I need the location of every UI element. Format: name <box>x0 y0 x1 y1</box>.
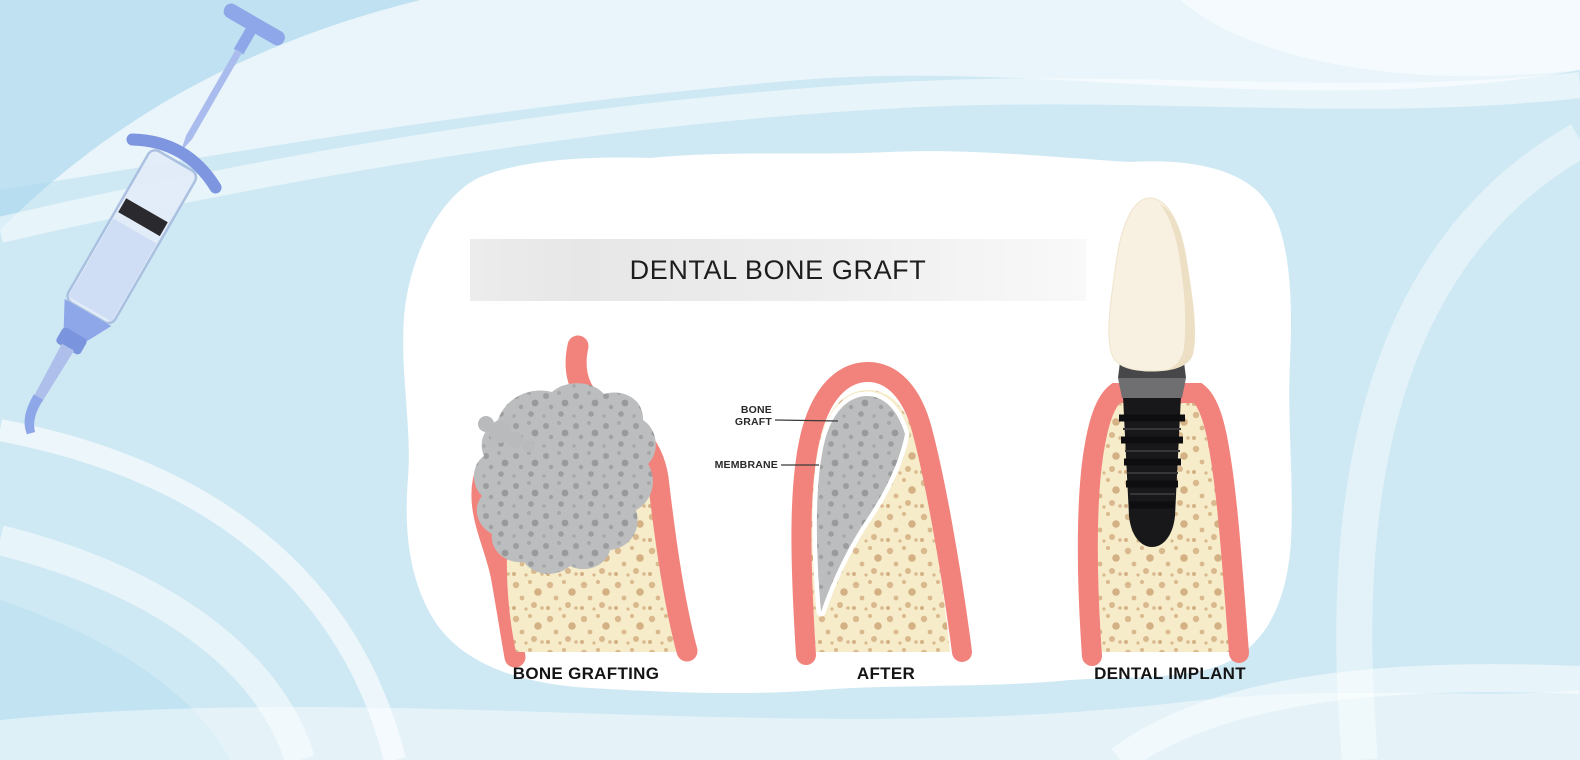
graft-puffs <box>478 416 534 452</box>
page-title: DENTAL BONE GRAFT <box>629 254 927 285</box>
wave-bottom-left-outer <box>0 419 406 760</box>
wave-bottom <box>0 690 1580 760</box>
annotation-lines <box>774 419 839 466</box>
wave-top-right <box>1180 0 1580 77</box>
membrane-label: MEMBRANE <box>714 459 778 471</box>
syringe-illustration <box>24 3 285 435</box>
stage-bone-grafting-figure <box>471 335 698 668</box>
crown-shading <box>1160 204 1195 370</box>
wave-right <box>1336 124 1580 760</box>
gum-arch-after <box>791 361 972 665</box>
wave-top-left-blue <box>0 0 420 230</box>
syringe-liquid <box>68 218 157 322</box>
syringe-handle <box>223 3 285 46</box>
bone-graft-pointer-line <box>774 419 839 422</box>
syringe-nozzle <box>33 343 75 402</box>
graft-after <box>816 396 905 612</box>
caption-bone-grafting: BONE GRAFTING <box>512 664 660 683</box>
syringe-plunger-rod <box>181 49 243 152</box>
title-banner: DENTAL BONE GRAFT <box>470 239 1086 301</box>
wave-swoosh-top <box>0 72 1580 243</box>
wave-top <box>0 0 1580 190</box>
syringe-handle-stem <box>233 26 257 55</box>
bone-graft-label: BONE GRAFT <box>700 404 772 428</box>
caption-after: AFTER <box>856 664 916 683</box>
syringe-stopper <box>118 198 168 237</box>
wave-bottom-left-inner <box>0 525 315 760</box>
syringe-shoulder <box>63 298 112 343</box>
wave-bottom-left-corner <box>0 600 230 760</box>
wave-bottom-right <box>1111 664 1580 760</box>
stage-dental-implant-figure <box>1077 197 1249 666</box>
implant-screw <box>1119 396 1185 547</box>
syringe-collar <box>56 327 87 355</box>
caption-dental-implant: DENTAL IMPLANT <box>1094 664 1246 683</box>
bone-graft-label-line1: BONE <box>740 404 772 416</box>
graft-material-blob <box>473 383 656 574</box>
bone-graft-label-line2: GRAFT <box>734 416 772 428</box>
implant-crown <box>1108 197 1196 372</box>
stage-after-figure <box>774 361 972 665</box>
syringe-tip <box>24 394 44 435</box>
syringe-flange <box>126 133 222 194</box>
